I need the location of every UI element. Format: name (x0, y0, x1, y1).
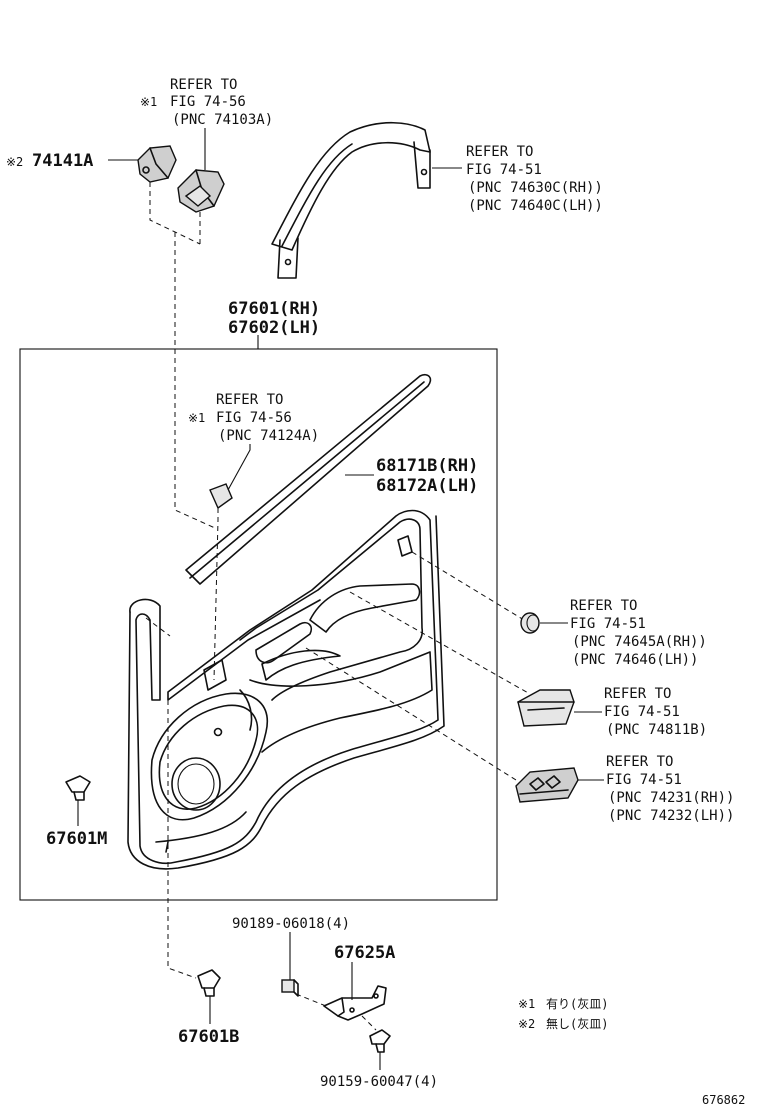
weatherstrip-label-lh: 68172A(LH) (376, 476, 478, 496)
screw-90159-label: 90159-60047(4) (320, 1074, 438, 1090)
clip-67601B[interactable] (197, 969, 221, 997)
dash-to-74811B (349, 591, 531, 695)
refer-grip-line4: (PNC 74640C(LH)) (468, 198, 603, 214)
dash-74124A (213, 508, 219, 681)
nut-90189-label: 90189-06018(4) (232, 916, 350, 932)
refer-74124A-mark: ※1 (188, 411, 205, 425)
note-1-mark: ※1 (518, 997, 535, 1011)
leader-74124A (227, 444, 251, 491)
clip-67601M-label: 67601M (46, 829, 107, 849)
assist-grip[interactable] (271, 121, 431, 279)
part-74141A-mark: ※2 (6, 155, 23, 169)
refer-grip-line3: (PNC 74630C(RH)) (468, 180, 603, 196)
note-2-mark: ※2 (518, 1017, 535, 1031)
refer-74231-line1: REFER TO (606, 754, 673, 770)
dash-cover-3 (174, 232, 216, 529)
clip-67601B-label: 67601B (178, 1027, 239, 1047)
refer-74103A-line3: (PNC 74103A) (172, 112, 273, 128)
clip-67601M[interactable] (65, 775, 91, 801)
bracket-67625A[interactable] (323, 985, 387, 1021)
bracket-67625A-label: 67625A (334, 943, 395, 963)
knob-74645A[interactable] (520, 612, 540, 634)
panel-label-rh: 67601(RH) (228, 299, 320, 319)
pocket-74811B[interactable] (517, 689, 575, 727)
refer-74811B-line3: (PNC 74811B) (606, 722, 707, 738)
weatherstrip-label-rh: 68171B(RH) (376, 456, 478, 476)
dash-bracket-screw (361, 1015, 377, 1031)
refer-74124A-line2: FIG 74-56 (216, 410, 292, 426)
refer-74231-line4: (PNC 74232(LH)) (608, 808, 734, 824)
refer-74645-line1: REFER TO (570, 598, 637, 614)
clip-74124A[interactable] (209, 483, 233, 510)
note-2-text: 無し(灰皿) (546, 1016, 608, 1031)
door-trim-panel[interactable] (127, 509, 445, 870)
dash-nut-bracket (295, 993, 327, 1007)
refer-74124A-line1: REFER TO (216, 392, 283, 408)
refer-74103A-line1: REFER TO (170, 77, 237, 93)
cover-74141A[interactable] (137, 145, 177, 183)
part-74141A-code: 74141A (32, 151, 93, 171)
dash-cover-1 (149, 182, 201, 245)
refer-74231-line2: FIG 74-51 (606, 772, 682, 788)
panel-label-lh: 67602(LH) (228, 318, 320, 338)
dash-panel-top (145, 617, 171, 637)
screw-90159[interactable] (369, 1029, 391, 1053)
refer-74811B-line2: FIG 74-51 (604, 704, 680, 720)
refer-74645-line3: (PNC 74645A(RH)) (572, 634, 707, 650)
refer-74124A-line3: (PNC 74124A) (218, 428, 319, 444)
weatherstrip-68171B[interactable] (185, 373, 432, 585)
refer-74645-line4: (PNC 74646(LH)) (572, 652, 698, 668)
dash-to-74645 (411, 551, 525, 621)
refer-grip-line1: REFER TO (466, 144, 533, 160)
note-1-text: 有り(灰皿) (546, 997, 608, 1011)
refer-74103A-mark: ※1 (140, 95, 157, 109)
cover-74103A[interactable] (177, 169, 225, 213)
figure-id: 676862 (702, 1093, 745, 1107)
refer-74645-line2: FIG 74-51 (570, 616, 646, 632)
switch-74231[interactable] (515, 767, 579, 803)
refer-74103A-line2: FIG 74-56 (170, 94, 246, 110)
refer-74811B-line1: REFER TO (604, 686, 671, 702)
refer-74231-line3: (PNC 74231(RH)) (608, 790, 734, 806)
nut-90189[interactable] (281, 979, 299, 997)
refer-grip-line2: FIG 74-51 (466, 162, 542, 178)
